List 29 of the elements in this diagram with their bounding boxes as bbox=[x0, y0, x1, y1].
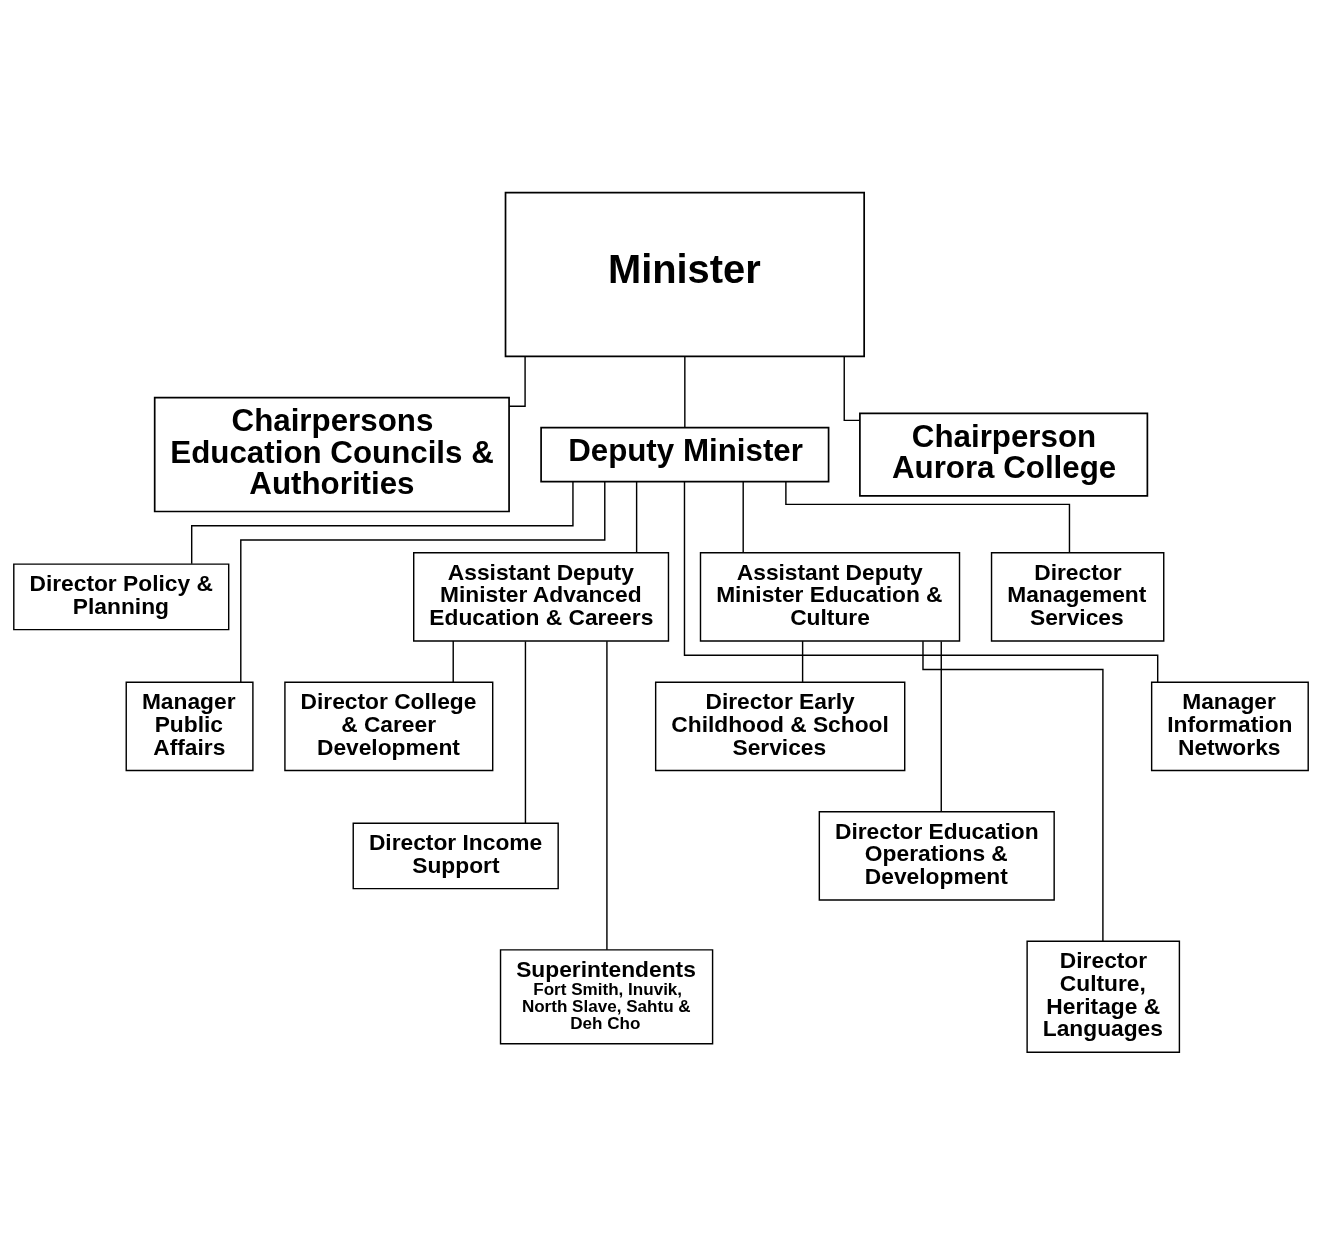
connector bbox=[922, 640, 1104, 942]
node-box: Deputy Minister bbox=[540, 426, 830, 483]
node-box: Director Income Support bbox=[352, 822, 559, 890]
connector bbox=[801, 640, 804, 683]
connector bbox=[524, 640, 527, 824]
node-box: Manager Public Affairs bbox=[125, 681, 254, 772]
node-box: Director Management Services bbox=[990, 552, 1165, 642]
connector bbox=[785, 481, 1071, 553]
node-box: Assistant Deputy Minister Education & Culture bbox=[699, 552, 961, 642]
node-box: Manager Information Networks bbox=[1150, 681, 1309, 772]
connector bbox=[606, 640, 608, 951]
connector bbox=[635, 481, 638, 554]
node-box: Chairperson Aurora College bbox=[859, 412, 1149, 497]
connector bbox=[191, 481, 574, 565]
connector bbox=[742, 481, 744, 554]
node-box: Minister bbox=[504, 191, 865, 358]
node-box: Superintendents Fort Smith, Inuvik, North Slave, Sahtu & Deh Cho bbox=[499, 949, 714, 1045]
connector bbox=[684, 355, 686, 428]
node-box: Director Education Operations & Development bbox=[818, 811, 1055, 901]
node-box: Director Policy & Planning bbox=[13, 563, 230, 631]
node-box: Assistant Deputy Minister Advanced Education & Careers bbox=[413, 552, 670, 642]
connector bbox=[240, 481, 606, 683]
connector bbox=[452, 640, 454, 683]
node-box: Director Early Childhood & School Services bbox=[654, 681, 906, 772]
node-box: Chairpersons Education Councils & Authorities bbox=[153, 396, 510, 513]
connector bbox=[940, 640, 942, 813]
connector bbox=[683, 480, 1159, 683]
node-box: Director Culture, Heritage & Languages bbox=[1026, 940, 1181, 1053]
node-box: Director College & Career Development bbox=[284, 681, 494, 772]
